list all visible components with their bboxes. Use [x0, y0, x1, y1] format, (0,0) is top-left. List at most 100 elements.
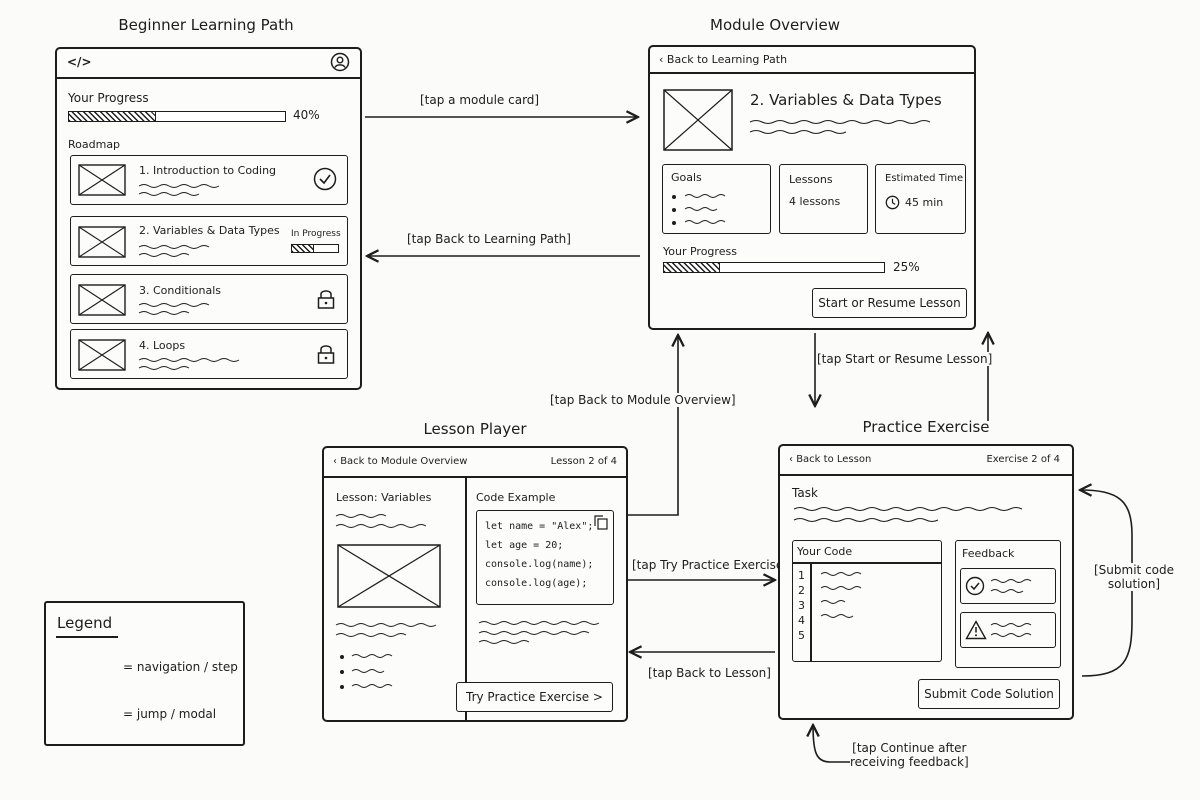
- lesson-bullet: [340, 655, 344, 659]
- legend-title-underline: [56, 636, 118, 638]
- module-3-description: [138, 303, 210, 315]
- arrow-continue-feedback: [813, 725, 850, 763]
- try-practice-exercise-button[interactable]: Try Practice Exercise >: [456, 682, 613, 712]
- goal-bullet: [672, 208, 676, 212]
- label-tap-back-to-overview: [tap Back to Module Overview]: [550, 393, 736, 407]
- code-editor[interactable]: Your Code 1 2 3 4 5: [792, 540, 942, 662]
- module-overview-title: Module Overview: [710, 16, 840, 34]
- chevron-left-icon: ‹: [333, 456, 337, 467]
- time-label: Estimated Time: [885, 173, 964, 184]
- module-1-title: 1. Introduction to Coding: [139, 164, 277, 177]
- lesson-bullet: [340, 685, 344, 689]
- module-heading: 2. Variables & Data Types: [750, 91, 942, 109]
- module-2-thumbnail: [78, 226, 126, 258]
- module-overview-screen: ‹ Back to Learning Path 2. Variables & D…: [648, 45, 976, 330]
- profile-icon[interactable]: [330, 52, 350, 72]
- start-resume-lesson-button[interactable]: Start or Resume Lesson: [812, 288, 967, 318]
- time-card: Estimated Time 45 min: [875, 164, 966, 234]
- your-code-label: Your Code: [797, 545, 853, 558]
- label-tap-try-practice: [tap Try Practice Exercise]: [632, 558, 788, 572]
- task-label: Task: [792, 486, 818, 500]
- lessons-card: Lessons 4 lessons: [779, 164, 868, 234]
- module-4-thumbnail: [78, 339, 126, 371]
- feedback-label: Feedback: [962, 547, 1015, 560]
- goals-placeholder: [684, 194, 726, 224]
- code-line: console.log(name);: [485, 559, 594, 570]
- your-progress-label: Your Progress: [68, 91, 149, 105]
- lesson-intro-text: [335, 514, 427, 528]
- task-description: [793, 506, 1023, 523]
- module-card-4[interactable]: 4. Loops: [70, 329, 348, 379]
- module-2-progress-fill: [292, 245, 314, 252]
- module-card-2[interactable]: 2. Variables & Data Types In Progress: [70, 216, 348, 266]
- goals-label: Goals: [671, 171, 702, 184]
- module-4-description: [138, 358, 240, 370]
- learning-path-header: </>: [57, 49, 360, 79]
- learning-path-title: Beginner Learning Path: [118, 16, 294, 34]
- path-progress-percent: 40%: [293, 108, 320, 122]
- lessons-label: Lessons: [789, 173, 833, 186]
- lesson-player-header: ‹ Back to Module Overview Lesson 2 of 4: [324, 448, 626, 478]
- label-continue-feedback: [tap Continue after receiving feedback]: [850, 741, 969, 769]
- copy-icon[interactable]: [594, 515, 608, 530]
- goal-bullet: [672, 195, 676, 199]
- warning-message: [990, 623, 1032, 637]
- back-to-lesson-link[interactable]: ‹ Back to Lesson: [789, 454, 871, 465]
- legend-solid-text: = navigation / step: [123, 660, 238, 674]
- gutter-line: [810, 562, 812, 661]
- code-logo-icon: </>: [67, 55, 92, 69]
- module-2-status: In Progress: [291, 229, 341, 239]
- arrow-back-to-overview: [628, 335, 678, 516]
- back-to-path-label: Back to Learning Path: [666, 53, 788, 66]
- lesson-heading: Lesson: Variables: [336, 491, 432, 504]
- overview-progress-label: Your Progress: [663, 245, 737, 258]
- module-2-description: [138, 245, 210, 257]
- overview-progress-percent: 25%: [893, 260, 920, 274]
- code-example-block: let name = "Alex"; let age = 20; console…: [476, 510, 614, 605]
- lesson-player-title: Lesson Player: [423, 420, 527, 438]
- module-thumbnail: [663, 89, 733, 151]
- time-value: 45 min: [905, 196, 944, 209]
- label-tap-module-card: [tap a module card]: [420, 93, 540, 107]
- lock-icon: [317, 290, 335, 309]
- back-to-overview-link[interactable]: ‹ Back to Module Overview: [333, 456, 467, 467]
- line-number: 5: [798, 629, 805, 642]
- feedback-warning: [960, 612, 1056, 648]
- submit-code-solution-button[interactable]: Submit Code Solution: [918, 679, 1060, 709]
- lesson-bullets-text: [351, 654, 393, 688]
- exercise-counter: Exercise 2 of 4: [986, 454, 1060, 465]
- practice-exercise-screen: ‹ Back to Lesson Exercise 2 of 4 Task Yo…: [778, 444, 1074, 720]
- overview-progress-bar: [663, 262, 885, 273]
- warning-icon: [965, 620, 987, 640]
- line-number: 4: [798, 614, 805, 627]
- learning-path-screen: </> Your Progress 40% Roadmap 1. Introdu…: [55, 47, 362, 390]
- back-to-path-link[interactable]: ‹ Back to Learning Path: [659, 53, 787, 66]
- line-number: 2: [798, 584, 805, 597]
- label-tap-back-to-path: [tap Back to Learning Path]: [407, 232, 571, 246]
- overview-progress-fill: [664, 263, 720, 272]
- legend: Legend = navigation / step = jump / moda…: [44, 601, 245, 746]
- column-divider: [465, 478, 467, 720]
- feedback-panel: Feedback: [955, 540, 1061, 668]
- label-submit-line-2: solution]: [1107, 577, 1161, 591]
- label-submit-line-1: [Submit code: [1094, 563, 1175, 577]
- lesson-image: [337, 544, 441, 608]
- code-line: console.log(age);: [485, 578, 588, 589]
- lock-icon: [317, 345, 335, 364]
- lesson-body-text: [335, 623, 437, 637]
- label-continue-line-1: [tap Continue after: [852, 741, 967, 755]
- module-card-1[interactable]: 1. Introduction to Coding: [70, 155, 348, 205]
- practice-exercise-title: Practice Exercise: [862, 418, 990, 436]
- module-1-thumbnail: [78, 164, 126, 196]
- module-overview-header: ‹ Back to Learning Path: [650, 47, 974, 74]
- module-card-3[interactable]: 3. Conditionals: [70, 274, 348, 324]
- goal-bullet: [672, 221, 676, 225]
- code-line: let age = 20;: [485, 540, 564, 551]
- chevron-left-icon: ‹: [659, 53, 664, 66]
- check-circle-icon: [313, 167, 337, 191]
- label-continue-line-2: receiving feedback]: [850, 755, 969, 769]
- module-3-title: 3. Conditionals: [139, 284, 222, 297]
- legend-title: Legend: [57, 614, 113, 632]
- success-message: [990, 579, 1032, 593]
- line-numbers: 1 2 3 4 5: [798, 568, 805, 643]
